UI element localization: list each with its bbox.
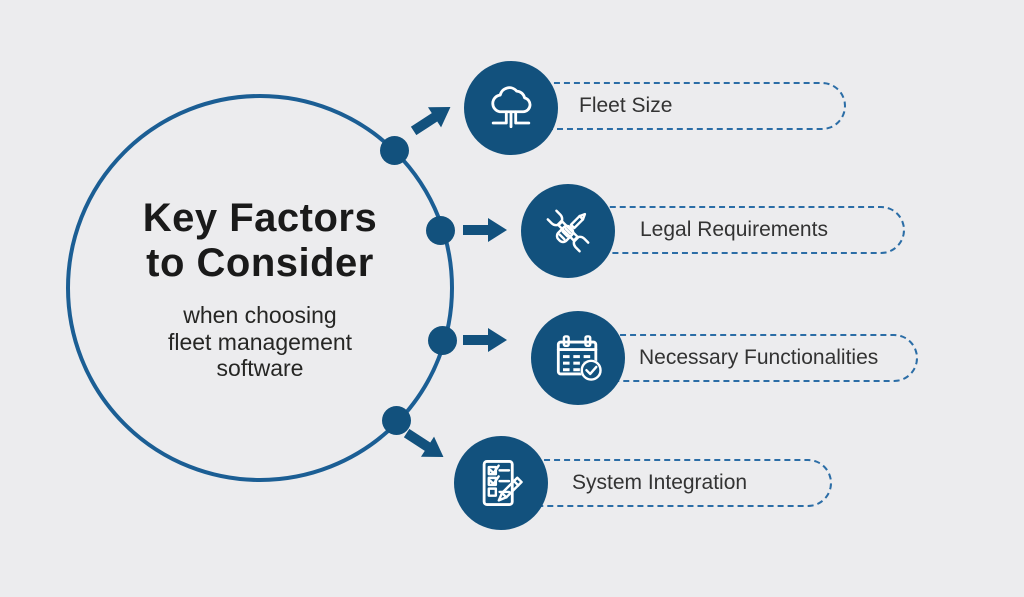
checklist-pencil-icon	[482, 460, 523, 506]
page-subtitle: when choosing fleet management software	[110, 302, 410, 382]
item-icon-circle-system-integration	[454, 436, 548, 530]
connector-dot-system-integration	[382, 406, 411, 435]
arrow-icon-fleet-size	[410, 107, 451, 136]
page-subtitle-line3: software	[216, 355, 304, 381]
item-label: Necessary Functionalities	[639, 346, 879, 369]
item-label: Fleet Size	[579, 94, 673, 117]
connector-dot-fleet-size	[380, 136, 409, 165]
item-label: Legal Requirements	[640, 218, 828, 241]
page-title-line2: to Consider	[146, 241, 374, 285]
page-title-line1: Key Factors	[142, 196, 378, 240]
page-subtitle-line2: fleet management	[167, 328, 353, 355]
connector-dot-necessary-functionalities	[428, 326, 457, 355]
connector-dot-legal-requirements	[426, 216, 455, 245]
calendar-check-icon	[556, 335, 602, 381]
item-icon-circle-fleet-size	[464, 61, 558, 155]
cloud-network-icon	[491, 86, 532, 129]
arrow-icon-legal-requirements	[463, 218, 507, 242]
arrow-icon-system-integration	[403, 428, 444, 457]
item-icon-circle-necessary-functionalities	[531, 311, 625, 405]
item-icon-circle-legal-requirements	[521, 184, 615, 278]
arrow-icon-necessary-functionalities	[463, 328, 507, 352]
item-label: System Integration	[572, 471, 748, 494]
page-title: Key Factors to Consider	[110, 196, 410, 286]
tools-icon	[546, 209, 590, 253]
hub-circle	[66, 94, 454, 482]
page-subtitle-line1: when choosing	[183, 302, 337, 328]
